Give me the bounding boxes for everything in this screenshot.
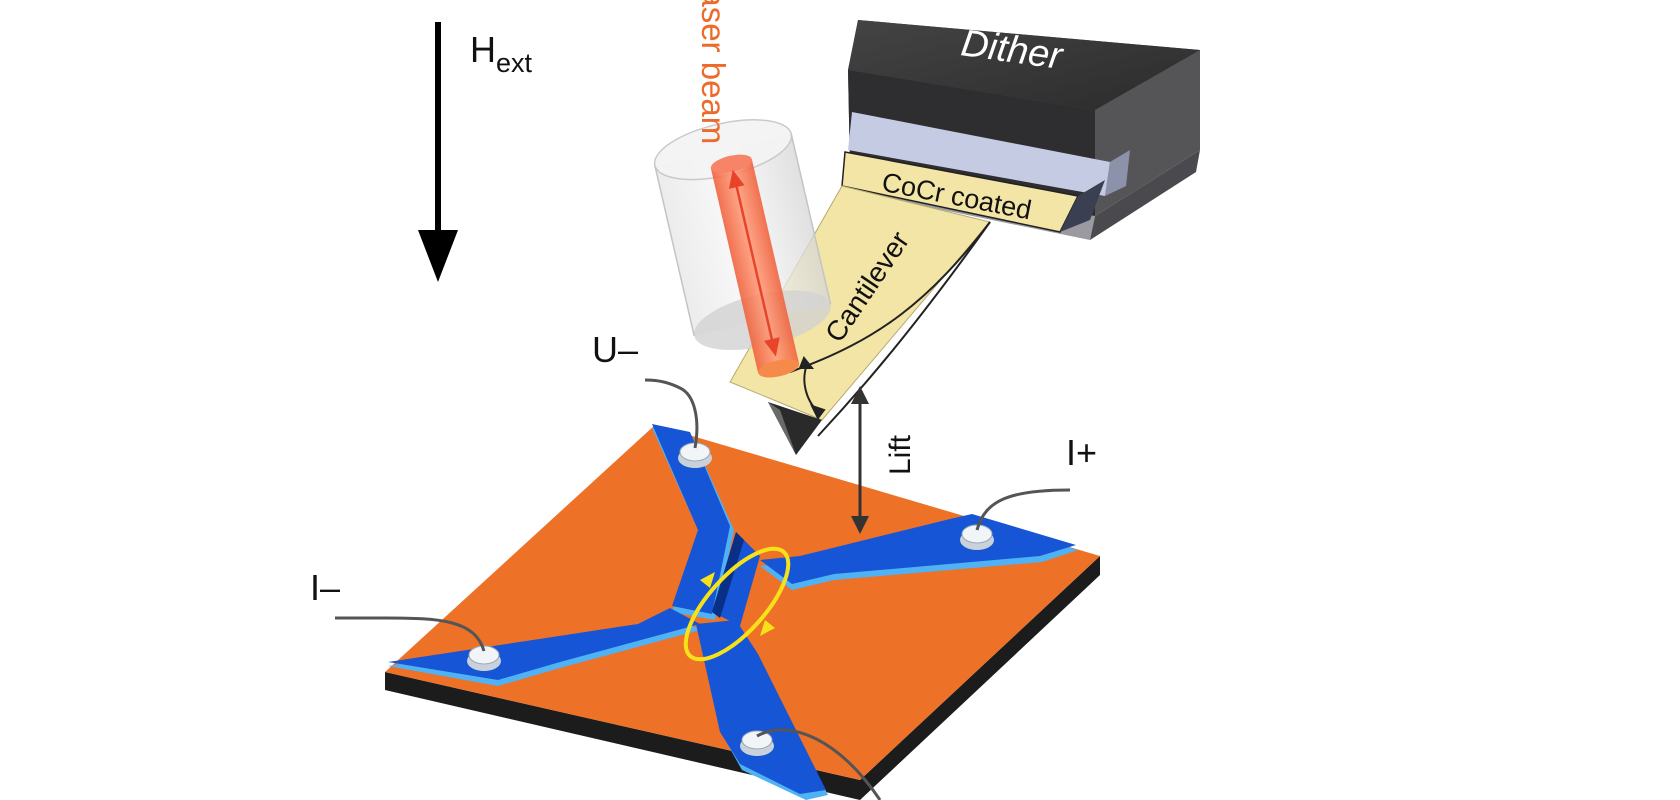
deflection-arrow-top [798, 356, 815, 369]
dither-bottom-right [1090, 150, 1200, 240]
wire-i-minus [335, 616, 486, 652]
laser-label: Laser beam [695, 0, 732, 144]
electrode-bottom [696, 620, 826, 794]
electrode-u-minus [652, 424, 730, 614]
laser-label-clip: Laser beam [695, 0, 732, 144]
lift-arrow [851, 386, 869, 534]
laser-beam [710, 154, 800, 378]
contact-pads [467, 442, 994, 756]
pad-i-minus [468, 645, 500, 665]
lift-arrow-head-bottom [851, 516, 869, 534]
deflection-curve-lower [817, 221, 991, 437]
lift-label: Lift [884, 434, 917, 475]
field-label-sub: ext [496, 48, 533, 78]
electrode-i-plus [760, 514, 1076, 584]
wires [335, 378, 1071, 800]
insulator-side [1105, 150, 1130, 196]
coated-plate [841, 151, 1105, 233]
i-minus-label: I– [310, 567, 340, 608]
glass-edge-right [790, 133, 832, 305]
double-vertical-arrow-icon [851, 386, 869, 404]
field-arrow [418, 22, 458, 282]
insulator-layer [848, 112, 1110, 196]
i-plus-label: I+ [1066, 432, 1097, 473]
laser-arrow-up-icon [728, 169, 745, 189]
laser-path-line [733, 179, 775, 346]
substrate-side [385, 556, 1100, 800]
deflection-curve-upper [789, 221, 991, 373]
wire-u-minus [644, 378, 699, 449]
glass-edge-left [654, 165, 695, 337]
down-arrow-icon [418, 230, 458, 282]
wire-i-plus [975, 488, 1071, 531]
dither-top [848, 20, 1200, 110]
current-loop [683, 546, 791, 662]
laser-assembly [653, 119, 832, 378]
pad-bottom [741, 730, 773, 750]
deflection-curves [789, 221, 991, 437]
field-label-main: H [470, 29, 496, 70]
coated-plate-edge [1060, 180, 1105, 232]
electrode-i-minus [388, 608, 700, 680]
laser-beam-top [710, 154, 752, 173]
cantilever-tip-shade [768, 402, 796, 455]
field-label: Hext [470, 29, 533, 78]
loop-arrow-upper [700, 572, 715, 588]
laser-arrow-down-icon [764, 337, 780, 357]
loop-arrow-lower [760, 620, 775, 636]
deflection-arrow-bottom [810, 404, 826, 420]
circular-current-icon [683, 546, 791, 662]
laser-beam-spot [758, 359, 800, 378]
wire-bottom [756, 728, 882, 800]
u-minus-label: U– [592, 329, 638, 370]
